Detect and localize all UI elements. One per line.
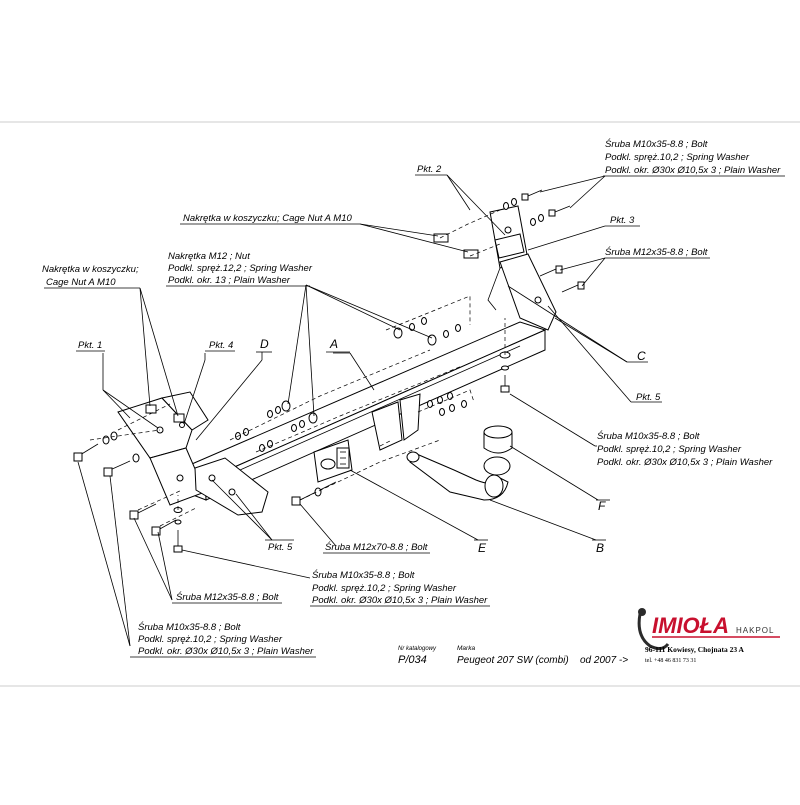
tow-ball-b (406, 451, 511, 501)
left-bracket (117, 391, 209, 506)
nut-stack-5 (427, 392, 453, 408)
label-pkt3: Pkt. 3 (610, 215, 635, 226)
label-bolt-m10-top-1: Śruba M10x35-8.8 ; Bolt (605, 138, 708, 150)
bolt-vertical-bottom (173, 507, 183, 553)
logo-subtitle: HAKPOL (736, 626, 774, 635)
label-letter-d: D (260, 337, 269, 351)
label-bolt-m10-top-2: Podkl. spręż.10,2 ; Spring Washer (605, 152, 750, 163)
bolt-top-2 (530, 205, 571, 226)
label-bolt-m12x70: Śruba M12x70-8.8 ; Bolt (325, 541, 428, 553)
socket-plate-e (313, 439, 353, 483)
bolt-left-1 (73, 431, 118, 462)
label-letter-b: B (596, 541, 604, 555)
nut-stack-6 (439, 400, 467, 416)
label-pkt5-right: Pkt. 5 (636, 392, 661, 403)
label-letter-a: A (329, 337, 338, 351)
bolt-m12x70 (291, 481, 337, 506)
car-model: Peugeot 207 SW (combi) (457, 655, 569, 666)
cage-nut-top-2 (463, 249, 479, 259)
towbar-drawing (73, 189, 585, 553)
label-bolt-m10-bottom-2: Podkl. spręż.10,2 ; Spring Washer (138, 634, 283, 645)
nut-stack-4 (427, 324, 461, 346)
callout-labels: Śruba M10x35-8.8 ; Bolt Podkl. spręż.10,… (42, 138, 785, 658)
bolt-left-4 (151, 519, 177, 536)
nut-stack-1 (267, 400, 291, 418)
right-bracket (487, 205, 557, 331)
lower-left-plate (194, 457, 269, 516)
nut-stack-2 (291, 412, 318, 432)
label-pkt1: Pkt. 1 (78, 340, 102, 351)
label-nut-m12-3: Podkl. okr. 13 ; Plain Washer (168, 275, 291, 286)
label-bolt-m10-top-3: Podkl. okr. Ø30x Ø10,5x 3 ; Plain Washer (605, 165, 781, 176)
logo-hook-icon (637, 613, 670, 651)
label-bolt-m12-top: Śruba M12x35-8.8 ; Bolt (605, 246, 708, 258)
bolt-vertical-right (499, 351, 511, 393)
label-pkt2: Pkt. 2 (417, 164, 442, 175)
logo-wordmark: IMIOŁA (652, 613, 729, 638)
company-phone: tel. +48 46 831 73 31 (645, 658, 696, 664)
label-bolt-m12-bottom: Śruba M12x35-8.8 ; Bolt (176, 591, 279, 603)
label-bolt-m10-bottom-3: Podkl. okr. Ø30x Ø10,5x 3 ; Plain Washer (138, 646, 314, 657)
bolt-top-1 (503, 189, 543, 210)
bolt-left-3 (129, 503, 157, 520)
label-pkt5-bottom: Pkt. 5 (268, 542, 293, 553)
label-letter-e: E (478, 541, 487, 555)
title-block: Nr katalogowy P/034 Marka Peugeot 207 SW… (398, 645, 628, 666)
ball-cap-f (483, 425, 513, 454)
label-bolt-m10-right-2: Podkl. spręż.10,2 ; Spring Washer (597, 444, 742, 455)
label-bolt-m10-mid-3: Podkl. okr. Ø30x Ø10,5x 3 ; Plain Washer (312, 595, 488, 606)
bolt-m12-right-1 (539, 265, 563, 277)
label-letter-c: C (637, 349, 646, 363)
label-cage-nut-left-1: Nakrętka w koszyczku; (42, 264, 139, 275)
label-bolt-m10-mid-2: Podkl. spręż.10,2 ; Spring Washer (312, 583, 457, 594)
cage-nut-left-2 (173, 413, 185, 423)
nut-stack-3 (393, 317, 427, 339)
leader-lines (77, 174, 632, 647)
fasteners (73, 189, 585, 553)
assembly-lines (89, 209, 506, 527)
cage-nut-top-1 (433, 233, 449, 243)
bolt-m12-right-2 (561, 281, 585, 293)
company-logo: IMIOŁA HAKPOL 96-111 Kowiesy, Chojnata 2… (637, 608, 780, 664)
label-cage-nut-left-2: Cage Nut A M10 (46, 277, 116, 288)
label-bolt-m10-mid-1: Śruba M10x35-8.8 ; Bolt (312, 569, 415, 581)
bolt-left-2 (103, 453, 140, 477)
logo-ball-icon (638, 608, 646, 616)
cage-nut-left-1 (145, 404, 157, 414)
label-pkt4: Pkt. 4 (209, 340, 233, 351)
label-cage-nut-top: Nakrętka w koszyczku; Cage Nut A M10 (183, 213, 352, 224)
label-bolt-m10-right-1: Śruba M10x35-8.8 ; Bolt (597, 430, 700, 442)
catalog-number: P/034 (398, 654, 427, 666)
model-year: od 2007 -> (580, 655, 628, 666)
center-hanger (371, 393, 421, 451)
brand-caption: Marka (457, 645, 475, 652)
label-bolt-m10-bottom-1: Śruba M10x35-8.8 ; Bolt (138, 621, 241, 633)
label-nut-m12-2: Podkl. spręż.12,2 ; Spring Washer (168, 263, 313, 274)
label-nut-m12-1: Nakrętka M12 ; Nut (168, 251, 250, 262)
catalog-caption: Nr katalogowy (398, 646, 437, 652)
label-bolt-m10-right-3: Podkl. okr. Ø30x Ø10,5x 3 ; Plain Washer (597, 457, 773, 468)
company-address: 96-111 Kowiesy, Chojnata 23 A (645, 645, 745, 654)
label-letter-f: F (598, 499, 606, 513)
